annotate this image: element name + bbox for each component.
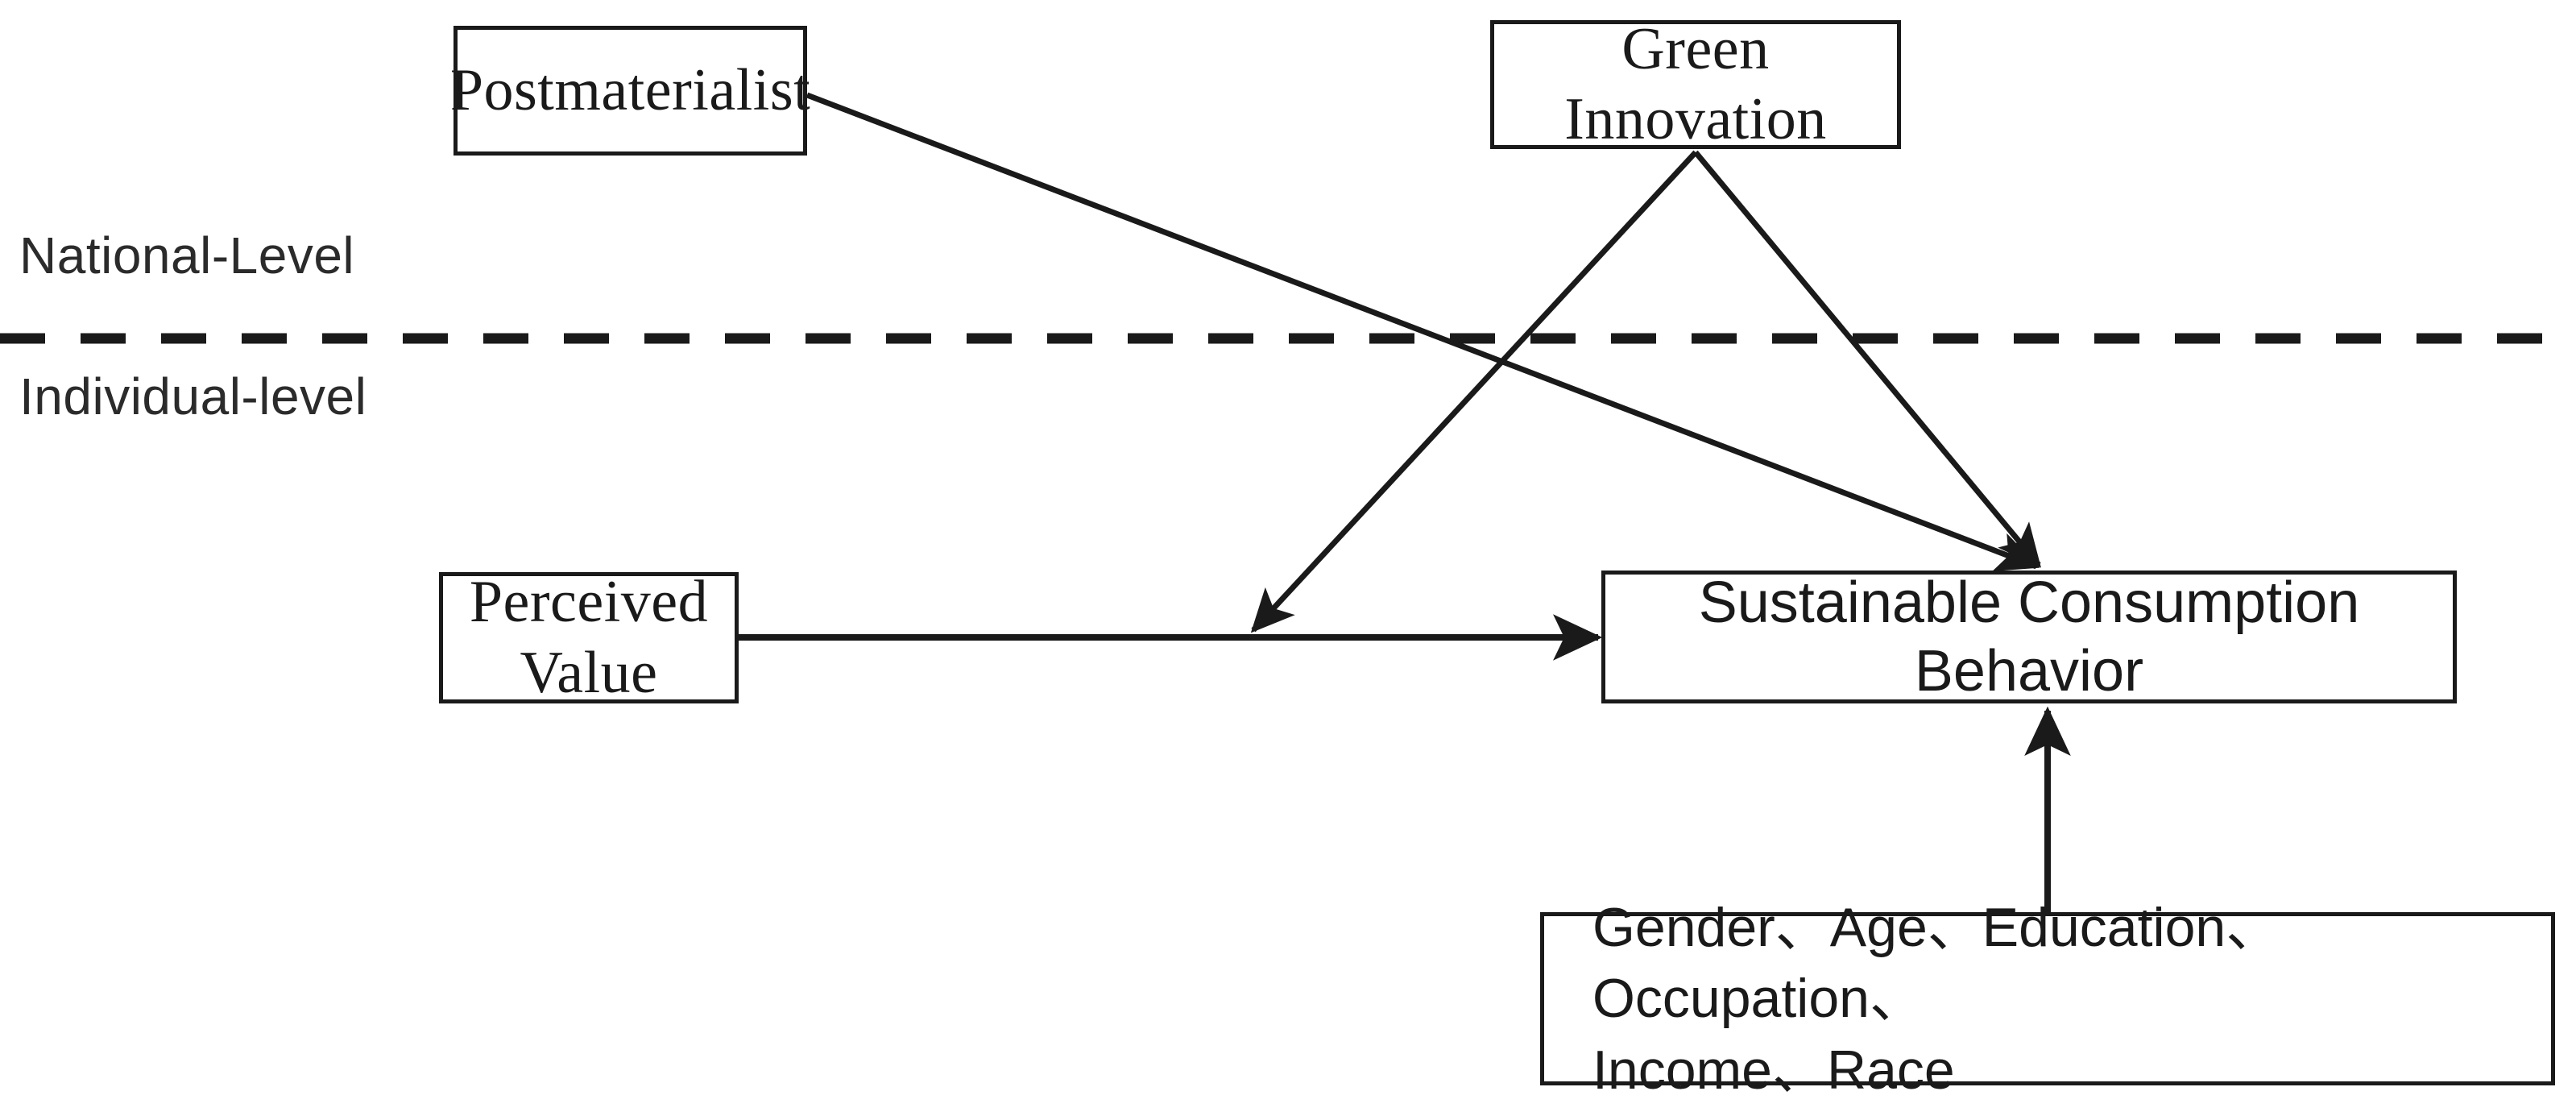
node-sustainable-consumption-behavior-label: Sustainable Consumption Behavior [1698,570,2360,703]
edge-postmaterialist-to-scb [806,92,2040,571]
edge-green-innovation-to-scb [1693,150,2041,568]
node-perceived-value[interactable]: Perceived Value [439,569,739,706]
node-demographic-controls[interactable]: Gender、Age、Education、Occupation、 Income、… [1540,897,2555,1101]
node-perceived-value-label: Perceived Value [469,569,709,706]
node-green-innovation-label: Green Innovation [1564,15,1827,152]
node-green-innovation[interactable]: Green Innovation [1490,16,1901,152]
level-label-national: National-Level [19,226,355,284]
level-label-individual: Individual-level [19,367,367,425]
node-postmaterialist-label: Postmaterialist [449,56,811,123]
node-postmaterialist[interactable]: Postmaterialist [449,26,811,156]
node-sustainable-consumption-behavior[interactable]: Sustainable Consumption Behavior [1601,571,2457,703]
node-demographic-controls-label: Gender、Age、Education、Occupation、 Income、… [1592,896,2281,1101]
edge-green-innovation-to-perceived-value-link [1250,150,1698,633]
